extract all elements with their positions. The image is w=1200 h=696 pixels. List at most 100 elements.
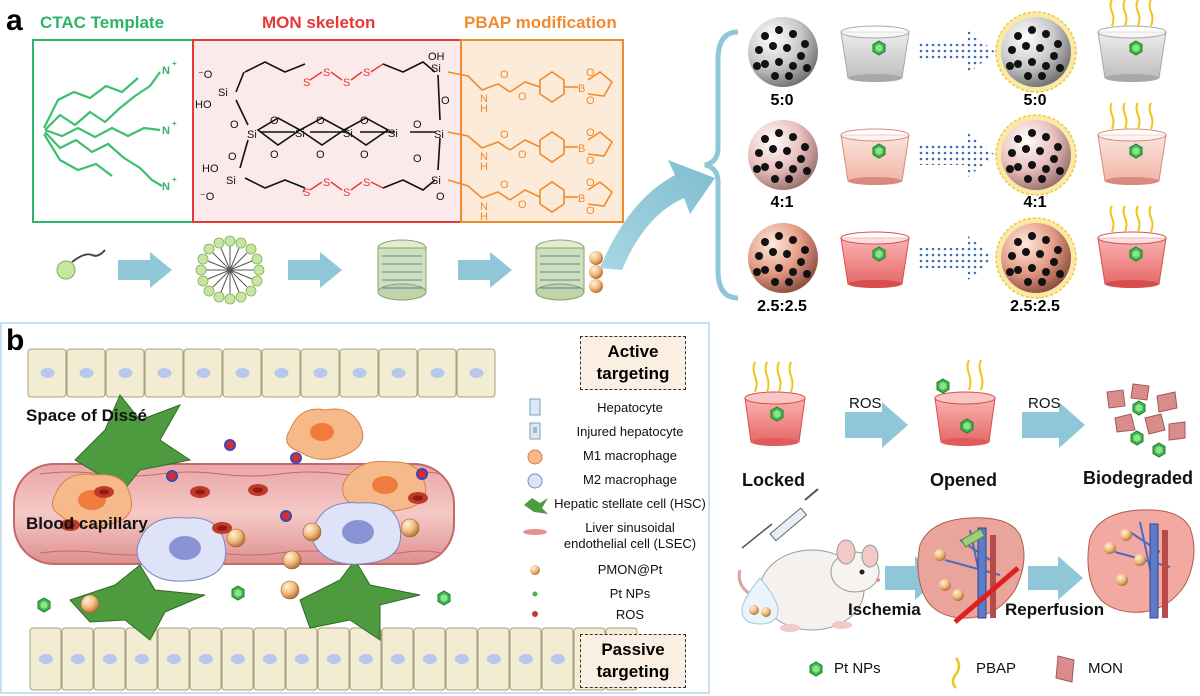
- hepatocyte-cell: [221, 627, 254, 691]
- svg-text:+: +: [172, 119, 177, 128]
- pmon-particle: [302, 522, 322, 542]
- svg-text:N: N: [162, 181, 170, 193]
- svg-text:S: S: [363, 177, 370, 189]
- hepatocyte-cell: [27, 348, 67, 398]
- svg-text:O: O: [586, 177, 595, 189]
- injection-droplet-icon: [741, 577, 779, 625]
- legend-hsc: Hepatic stellate cell (HSC): [554, 496, 706, 511]
- big-curved-arrow: [600, 160, 715, 270]
- ros-label-1: ROS: [849, 395, 882, 412]
- svg-text:S: S: [303, 187, 310, 199]
- hepatocyte-cell: [381, 627, 414, 691]
- svg-text:O: O: [316, 149, 325, 161]
- sphere-3-bare: [748, 223, 818, 293]
- cylinder-structure-icon: [377, 239, 427, 301]
- legend-m2-macrophage: M2 macrophage: [583, 472, 677, 487]
- hepatocyte-cell: [144, 348, 184, 398]
- panel-b-cells: [51, 394, 427, 641]
- bottom-legend-icons: [809, 655, 1075, 689]
- state-opened: Opened: [930, 470, 998, 490]
- svg-text:S: S: [323, 67, 330, 79]
- panel-a-letter: a: [6, 4, 23, 37]
- svg-text:Si: Si: [226, 175, 236, 187]
- sphere-1-bare: [748, 17, 818, 87]
- svg-text:N: N: [162, 125, 170, 137]
- arrow-3: [458, 252, 512, 288]
- opened-cup-icon: [934, 359, 996, 446]
- red-blood-cell: [190, 486, 210, 498]
- svg-text:O: O: [586, 205, 595, 217]
- legend-pmon: PMON@Pt: [597, 562, 663, 577]
- svg-text:O: O: [586, 67, 595, 79]
- spheres-grid: [748, 0, 1167, 299]
- hepatocyte-cell: [541, 627, 574, 691]
- red-blood-cell: [94, 486, 114, 498]
- svg-text:B: B: [578, 143, 585, 155]
- ischemic-liver-icon: [917, 517, 1025, 624]
- red-blood-cell: [408, 492, 428, 504]
- hepatocyte-cell: [477, 627, 510, 691]
- svg-text:N: N: [480, 93, 488, 105]
- surfactant-molecule-icon: [56, 249, 106, 280]
- hepatocyte-cell: [157, 627, 190, 691]
- hepatocyte-cell: [93, 627, 126, 691]
- hepatocyte-cell: [253, 627, 286, 691]
- svg-text:O: O: [500, 179, 509, 191]
- svg-text:HO: HO: [202, 163, 219, 175]
- svg-text:N: N: [162, 65, 170, 77]
- dotted-arrow-1: [918, 30, 995, 74]
- ratio-right-3: 2.5:2.5: [1010, 298, 1060, 315]
- cup-2-open: [840, 128, 910, 185]
- svg-text:OH: OH: [428, 51, 445, 63]
- hepatocyte-cell: [29, 627, 62, 691]
- ros-particle: [280, 510, 292, 522]
- svg-text:O: O: [360, 149, 369, 161]
- hepatocyte-cell: [456, 348, 496, 398]
- hepatocyte-row-bottom: [29, 627, 638, 691]
- ratio-right-2: 4:1: [1023, 194, 1047, 211]
- ros-particle: [224, 439, 236, 451]
- hepatocyte-row-top: [27, 348, 496, 398]
- svg-text:O: O: [586, 95, 595, 107]
- svg-text:⁻O: ⁻O: [200, 191, 215, 203]
- svg-text:Si: Si: [343, 128, 353, 140]
- pbap-cylinder-icon: [535, 239, 603, 301]
- legend-ros: ROS: [615, 607, 645, 622]
- panel-b-legend-icons: [523, 398, 548, 617]
- ctac-template-box: [32, 39, 194, 223]
- svg-text:Si: Si: [434, 129, 444, 141]
- svg-text:O: O: [270, 115, 279, 127]
- sphere-2-modified: [995, 114, 1077, 196]
- svg-text:S: S: [323, 177, 330, 189]
- svg-text:O: O: [518, 149, 527, 161]
- hepatocyte-cell: [445, 627, 478, 691]
- ratio-left-3: 2.5:2.5: [757, 298, 807, 315]
- hepatocyte-cell: [261, 348, 301, 398]
- svg-text:N: N: [480, 151, 488, 163]
- cup-3-open: [840, 231, 910, 288]
- pbap-structures: [447, 71, 614, 213]
- svg-text:S: S: [303, 77, 310, 89]
- hepatocyte-cell: [509, 627, 542, 691]
- ctac-template-header: CTAC Template: [40, 13, 165, 32]
- locked-cup-icon: [744, 361, 806, 446]
- cup-1-locked: [1097, 0, 1167, 82]
- svg-text:O: O: [586, 155, 595, 167]
- mon-atoms: ⁻O Si HO O Si Si Si Si O O O O O O O Si …: [195, 51, 450, 203]
- svg-text:O: O: [413, 153, 422, 165]
- micelle-icon: [195, 235, 265, 305]
- ros-particle: [416, 468, 428, 480]
- hepatocyte-cell: [378, 348, 418, 398]
- cup-2-locked: [1097, 102, 1167, 185]
- svg-text:O: O: [360, 115, 369, 127]
- hepatocyte-cell: [413, 627, 446, 691]
- svg-text:O: O: [441, 95, 450, 107]
- mechanism-row: [744, 359, 1186, 458]
- mon-skeleton-header: MON skeleton: [262, 13, 376, 32]
- arrow-1: [118, 252, 172, 288]
- reperfused-liver-icon: [1087, 509, 1195, 619]
- dotted-arrow-2: [918, 133, 995, 177]
- pmon-particle: [400, 518, 420, 538]
- pt-np-particle: [37, 597, 51, 613]
